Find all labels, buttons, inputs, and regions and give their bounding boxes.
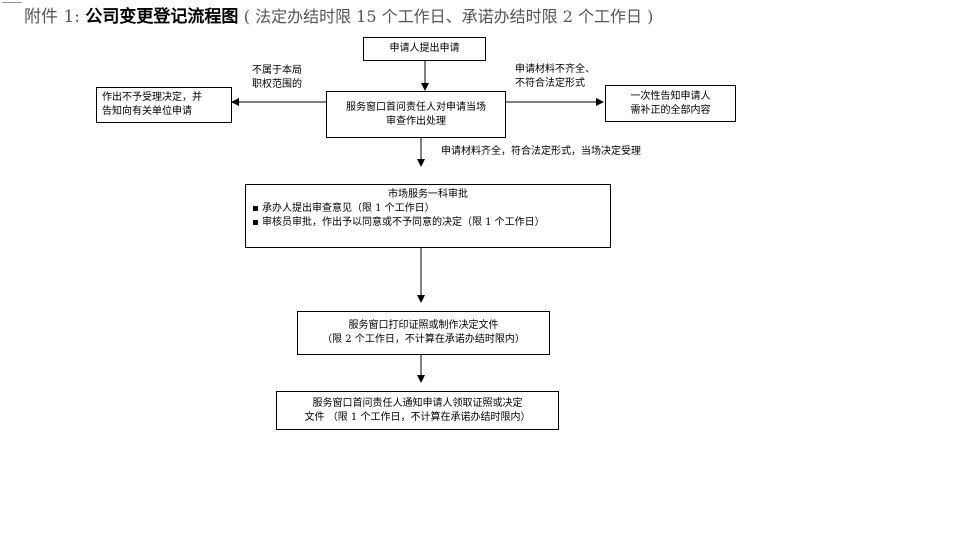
node-approval: 市场服务一科审批 ▪ 承办人提出审查意见（限 1 个工作日） ▪ 审核员审批，作… bbox=[245, 184, 611, 248]
node-review-line-1: 服务窗口首问责任人对申请当场 bbox=[346, 101, 486, 113]
node-notify-supplement: 一次性告知申请人 需补正的全部内容 bbox=[605, 85, 736, 122]
node-collect: 服务窗口首问责任人通知申请人领取证照或决定 文件 （限 1 个工作日，不计算在承… bbox=[276, 391, 559, 430]
title-prefix: 附件 1: bbox=[24, 7, 80, 27]
edge-label-incomplete-line-2: 不符合法定形式 bbox=[515, 78, 585, 89]
edge-label-not-in-scope: 不属于本局 职权范围的 bbox=[252, 64, 302, 92]
node-approval-item-2: ▪ 审核员审批，作出予以同意或不予同意的决定（限 1 个工作日） bbox=[252, 217, 545, 228]
node-reject: 作出不予受理决定，并 告知向有关单位申请 bbox=[96, 87, 232, 123]
edge-label-incomplete: 申请材料不齐全、 不符合法定形式 bbox=[515, 63, 595, 91]
node-collect-line-2: 文件 （限 1 个工作日，不计算在承诺办结时限内） bbox=[304, 411, 531, 423]
node-approval-heading: 市场服务一科审批 bbox=[388, 189, 468, 200]
node-reject-line-2: 告知向有关单位申请 bbox=[102, 106, 192, 117]
node-approval-item-1: ▪ 承办人提出审查意见（限 1 个工作日） bbox=[252, 203, 435, 214]
node-print-line-2: （限 2 个工作日，不计算在承诺办结时限内） bbox=[322, 334, 525, 345]
corner-line bbox=[2, 2, 22, 3]
node-notify-line-1: 一次性告知申请人 bbox=[630, 90, 711, 102]
edge-label-accepted: 申请材料齐全，符合法定形式，当场决定受理 bbox=[441, 146, 641, 157]
node-review: 服务窗口首问责任人对申请当场 审查作出处理 bbox=[326, 91, 506, 138]
node-apply: 申请人提出申请 bbox=[363, 37, 486, 61]
node-reject-line-1: 作出不予受理决定，并 bbox=[102, 92, 202, 103]
edge-label-not-in-scope-line-1: 不属于本局 bbox=[252, 65, 302, 76]
title-main: 公司变更登记流程图 bbox=[85, 7, 239, 27]
node-print: 服务窗口打印证照或制作决定文件 （限 2 个工作日，不计算在承诺办结时限内） bbox=[297, 311, 550, 355]
node-collect-line-1: 服务窗口首问责任人通知申请人领取证照或决定 bbox=[312, 397, 523, 409]
edge-label-not-in-scope-line-2: 职权范围的 bbox=[252, 79, 302, 90]
node-apply-label: 申请人提出申请 bbox=[389, 43, 460, 54]
node-notify-line-2: 需补正的全部内容 bbox=[630, 104, 711, 116]
edge-label-incomplete-line-1: 申请材料不齐全、 bbox=[515, 64, 595, 75]
node-print-line-1: 服务窗口打印证照或制作决定文件 bbox=[348, 320, 499, 331]
page-title: 附件 1: 公司变更登记流程图 ( 法定办结时限 15 个工作日、承诺办结时限 … bbox=[24, 6, 653, 28]
title-note: ( 法定办结时限 15 个工作日、承诺办结时限 2 个工作日 ) bbox=[243, 7, 654, 26]
node-review-line-2: 审查作出处理 bbox=[386, 115, 446, 127]
